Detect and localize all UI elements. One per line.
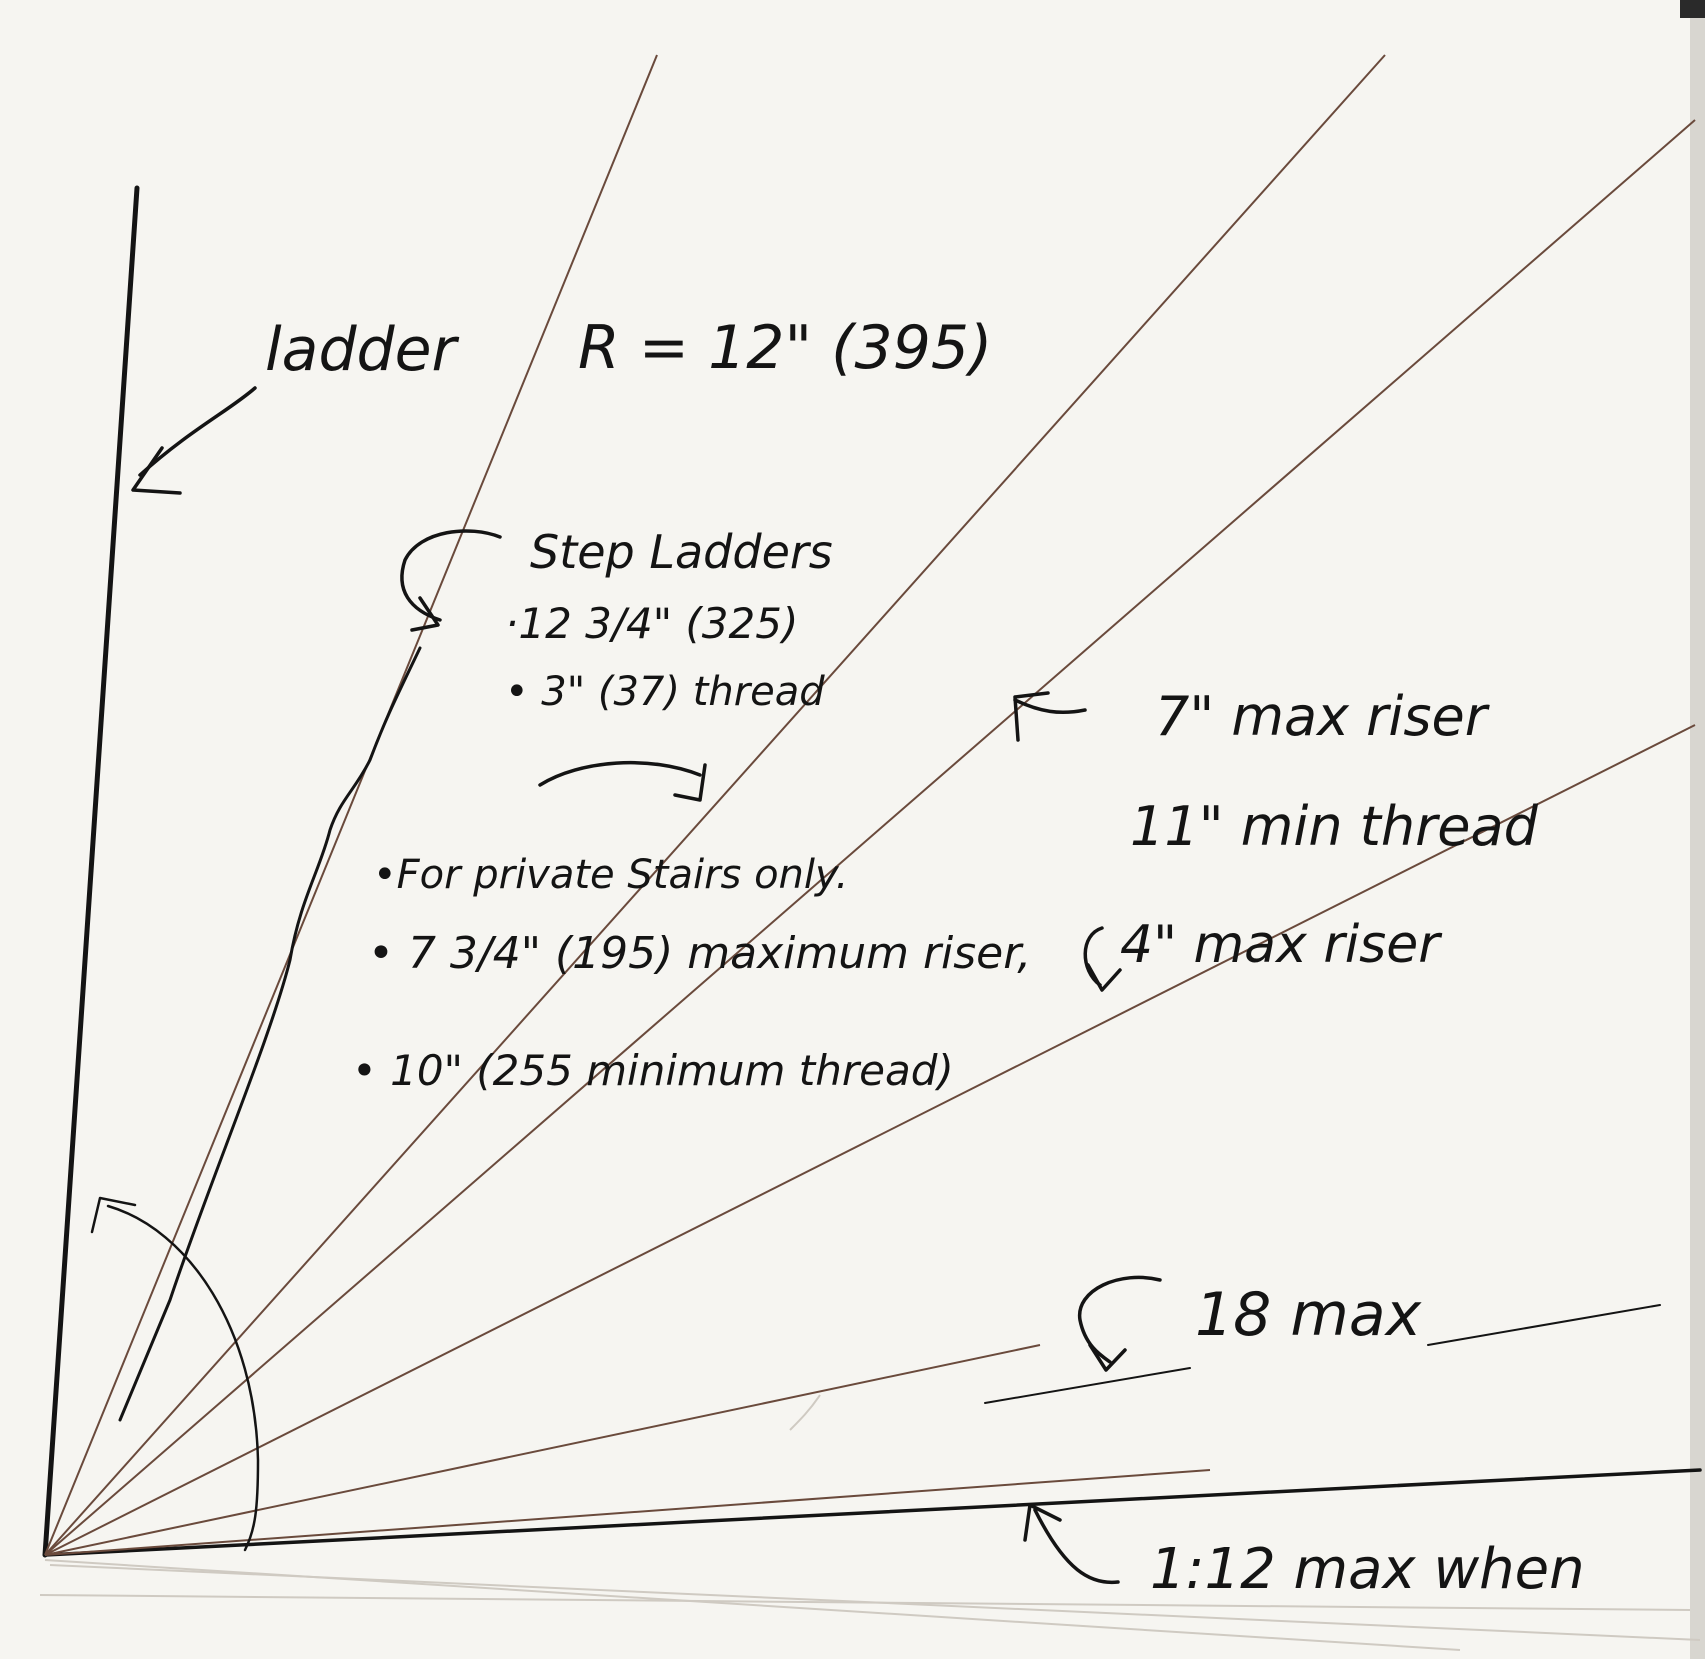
ray-step-ladder <box>44 54 658 1556</box>
private-stairs-arrow <box>538 760 702 787</box>
ladder-arrow-shaft <box>138 386 257 477</box>
ladder-radius-label: R = 12" (395) <box>578 313 992 383</box>
ramp-mark-2 <box>1427 1304 1661 1346</box>
ray-low <box>44 1344 1041 1556</box>
ramp-slope-arrowhead <box>1023 1503 1062 1542</box>
ramp-riser-label: 4" max riser <box>1120 915 1443 975</box>
ramp-slope-arrow <box>1033 1508 1120 1585</box>
private-stairs-note: •For private Stairs only. <box>373 852 848 898</box>
stair-tread-label: 11" min thread <box>1130 795 1539 858</box>
angle-arc-arrowhead <box>90 1196 137 1234</box>
angle-arc <box>106 1204 260 1552</box>
step-ladder-wavy-line <box>118 646 422 1422</box>
ladder-label: ladder <box>265 315 460 385</box>
private-tread-note: • 10" (255 minimum thread) <box>352 1046 954 1095</box>
ramp-slope-label: 1:12 max when <box>1150 1537 1585 1602</box>
ray-private-stairs <box>44 54 1386 1556</box>
step-ladders-title: Step Ladders <box>530 525 833 579</box>
ray-ramp <box>44 724 1696 1556</box>
stair-riser-label: 7" max riser <box>1155 685 1490 748</box>
ramp-mark-1 <box>984 1367 1191 1404</box>
ramp-max-label: 18 max <box>1195 1280 1422 1350</box>
ramp-max-arrow <box>1078 1275 1162 1364</box>
ray-stairs <box>44 119 1696 1556</box>
step-ladders-arrow <box>400 529 502 622</box>
stair-riser-arrowhead <box>1013 691 1050 742</box>
ray-ramp-slope <box>44 1469 1211 1556</box>
step-ladders-riser: ·12 3/4" (325) <box>505 599 798 648</box>
step-ladders-arrowhead <box>410 596 440 632</box>
step-ladders-tread: • 3" (37) thread <box>505 669 825 715</box>
private-stairs-arrowhead <box>673 763 707 802</box>
ramp-max-arrowhead <box>1088 1343 1127 1372</box>
stair-riser-arrow <box>1013 698 1087 715</box>
private-riser-note: • 7 3/4" (195) maximum riser, <box>368 928 1031 979</box>
stray-mark <box>789 1394 821 1431</box>
page-corner <box>1680 0 1705 18</box>
ladder-arrow-head <box>131 446 182 495</box>
ramp-riser-arrowhead <box>1086 963 1122 992</box>
baseline <box>43 1468 1702 1557</box>
lower-guide-line-2 <box>49 1564 1701 1641</box>
paper-edge <box>1690 0 1705 1659</box>
ladder-line <box>42 185 140 1558</box>
